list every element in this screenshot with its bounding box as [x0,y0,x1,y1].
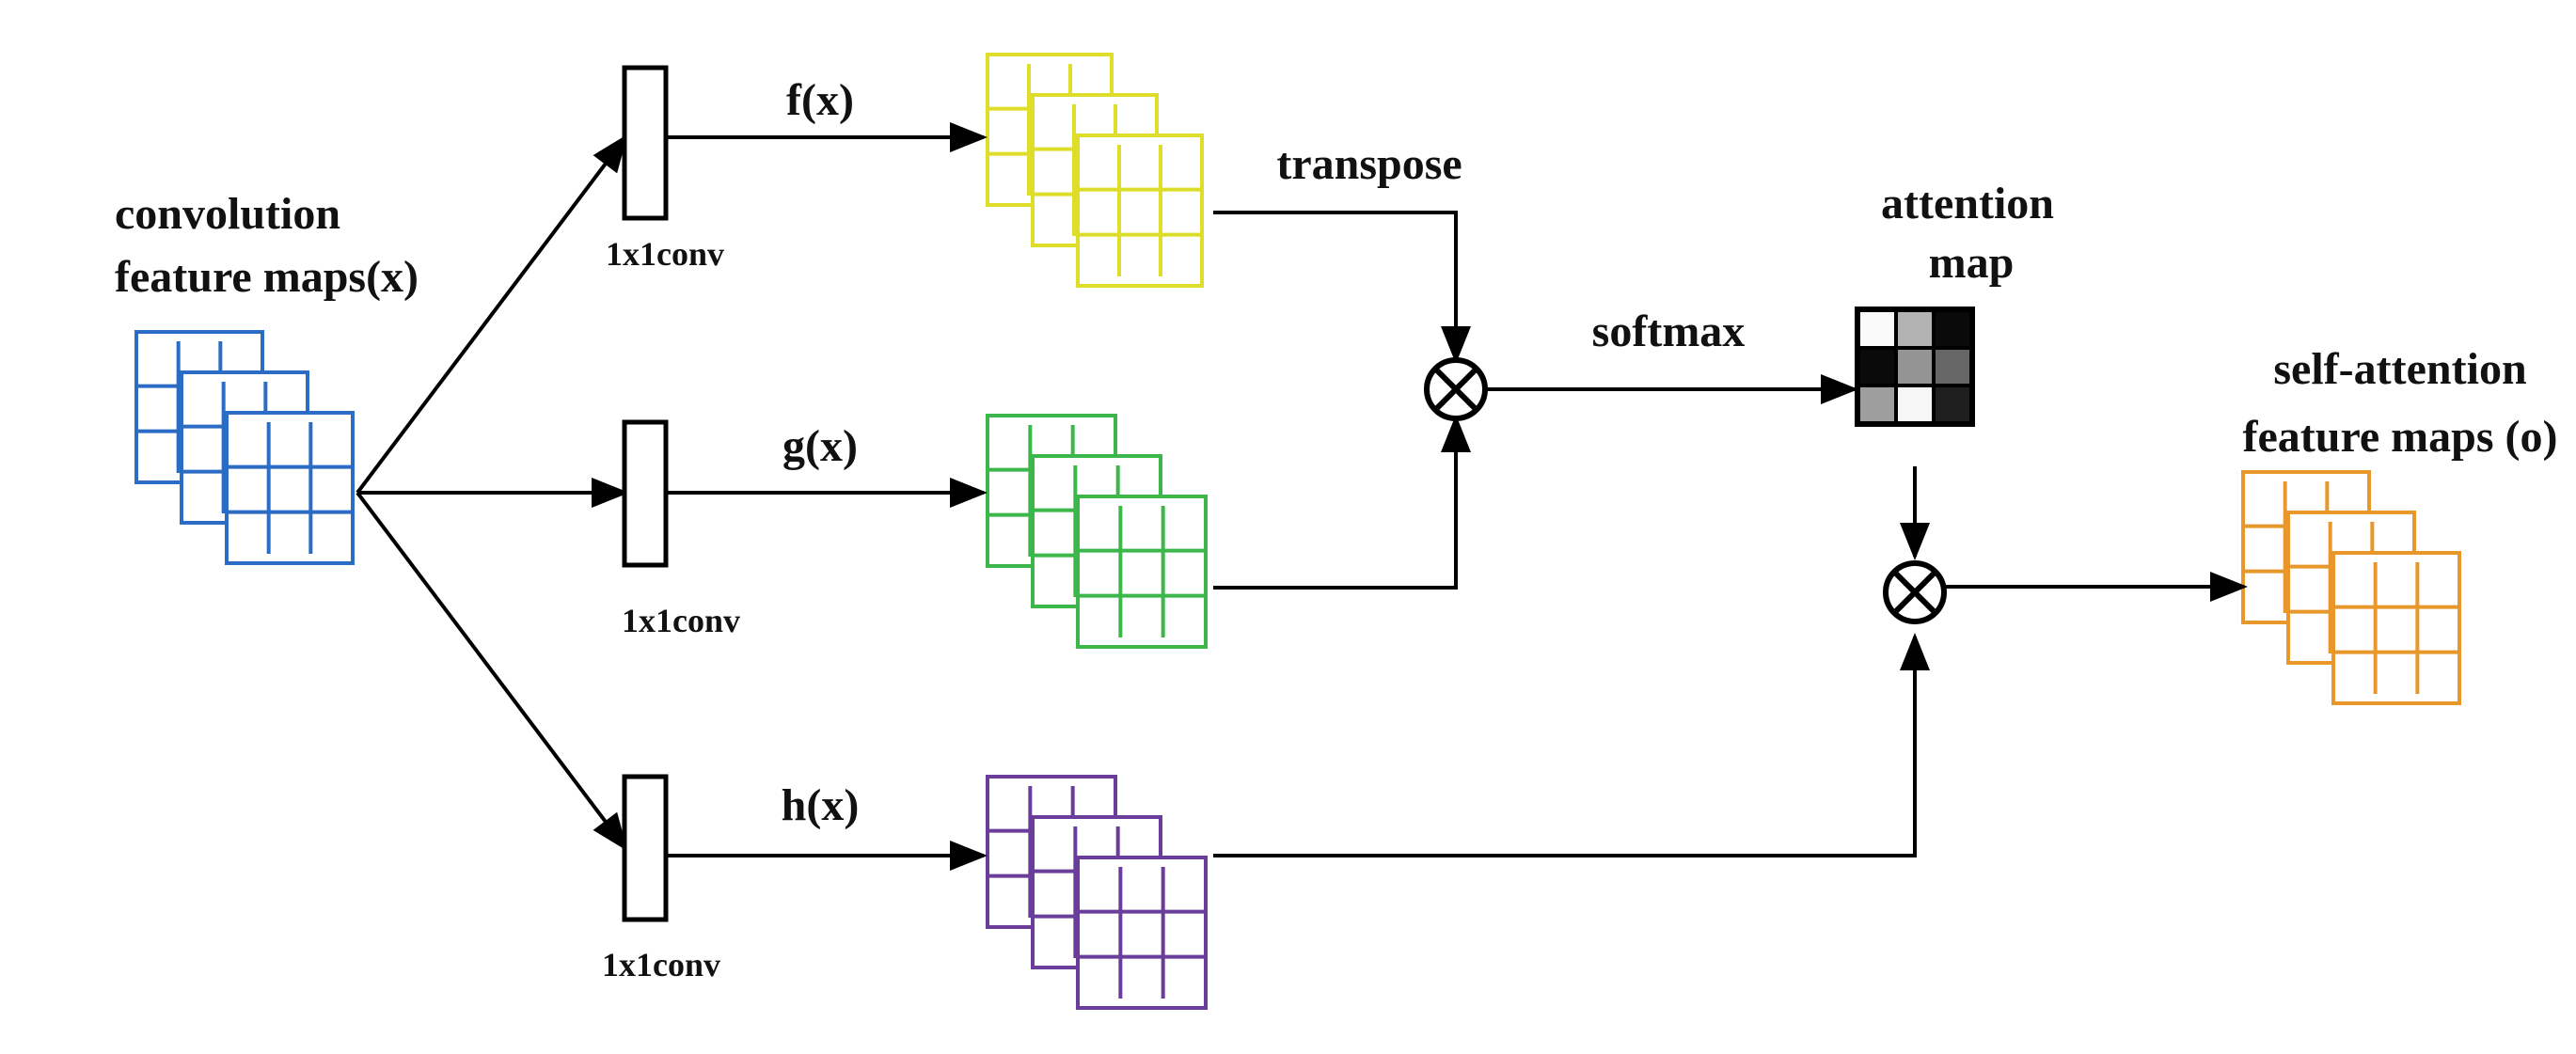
conv-block-h [622,774,669,922]
input-label-line2: feature maps(x) [115,252,419,302]
output-label-line1: self-attention [2273,344,2526,394]
feature-map-layer [2331,551,2461,705]
arrow-fx-to-multiply-1 [1213,211,1471,364]
attention-map-cell [1860,387,1894,421]
input-feature-maps [134,330,355,565]
multiply-operator-2 [1883,560,1947,624]
feature-map-layer [225,411,355,565]
feature-map-layer [1076,856,1208,1010]
fx-label: f(x) [786,75,854,125]
attention-map-label-line1: attention [1881,179,2054,228]
conv-block-g [622,419,669,568]
attention-map-grid [1855,307,1975,427]
output-label-line2: feature maps (o) [2242,412,2557,462]
input-label-line1: convolution [115,189,340,239]
attention-map-cell [1898,387,1932,421]
gx-label: g(x) [782,421,858,471]
arrow-input-to-conv-h [356,491,628,852]
conv-h-label: 1x1conv [602,946,720,983]
attention-map-label-line2: map [1929,238,2015,288]
attention-map-cell [1898,312,1932,346]
feature-map-layer [1076,495,1208,649]
output-feature-maps [2241,470,2461,705]
attention-map-cell [1936,387,1969,421]
conv-f-label: 1x1conv [606,235,724,273]
attention-map-cell [1936,350,1969,384]
conv-g-label: 1x1conv [622,602,740,639]
transpose-label: transpose [1276,139,1462,189]
g-feature-maps [986,414,1208,649]
feature-map-layer [1076,134,1204,288]
arrow-hx-to-multiply-2 [1213,633,1930,857]
attention-map-cell [1936,312,1969,346]
multiply-operator-1 [1424,357,1488,421]
attention-map-cell [1860,350,1894,384]
arrow-gx-to-multiply-1 [1213,415,1471,590]
h-feature-maps [986,775,1208,1010]
attention-map-cell [1860,312,1894,346]
softmax-label: softmax [1592,307,1746,356]
f-feature-maps [986,53,1204,288]
hx-label: h(x) [782,780,860,830]
conv-block-f [622,65,669,221]
arrow-input-to-conv-f [356,134,628,495]
attention-map-cell [1898,350,1932,384]
